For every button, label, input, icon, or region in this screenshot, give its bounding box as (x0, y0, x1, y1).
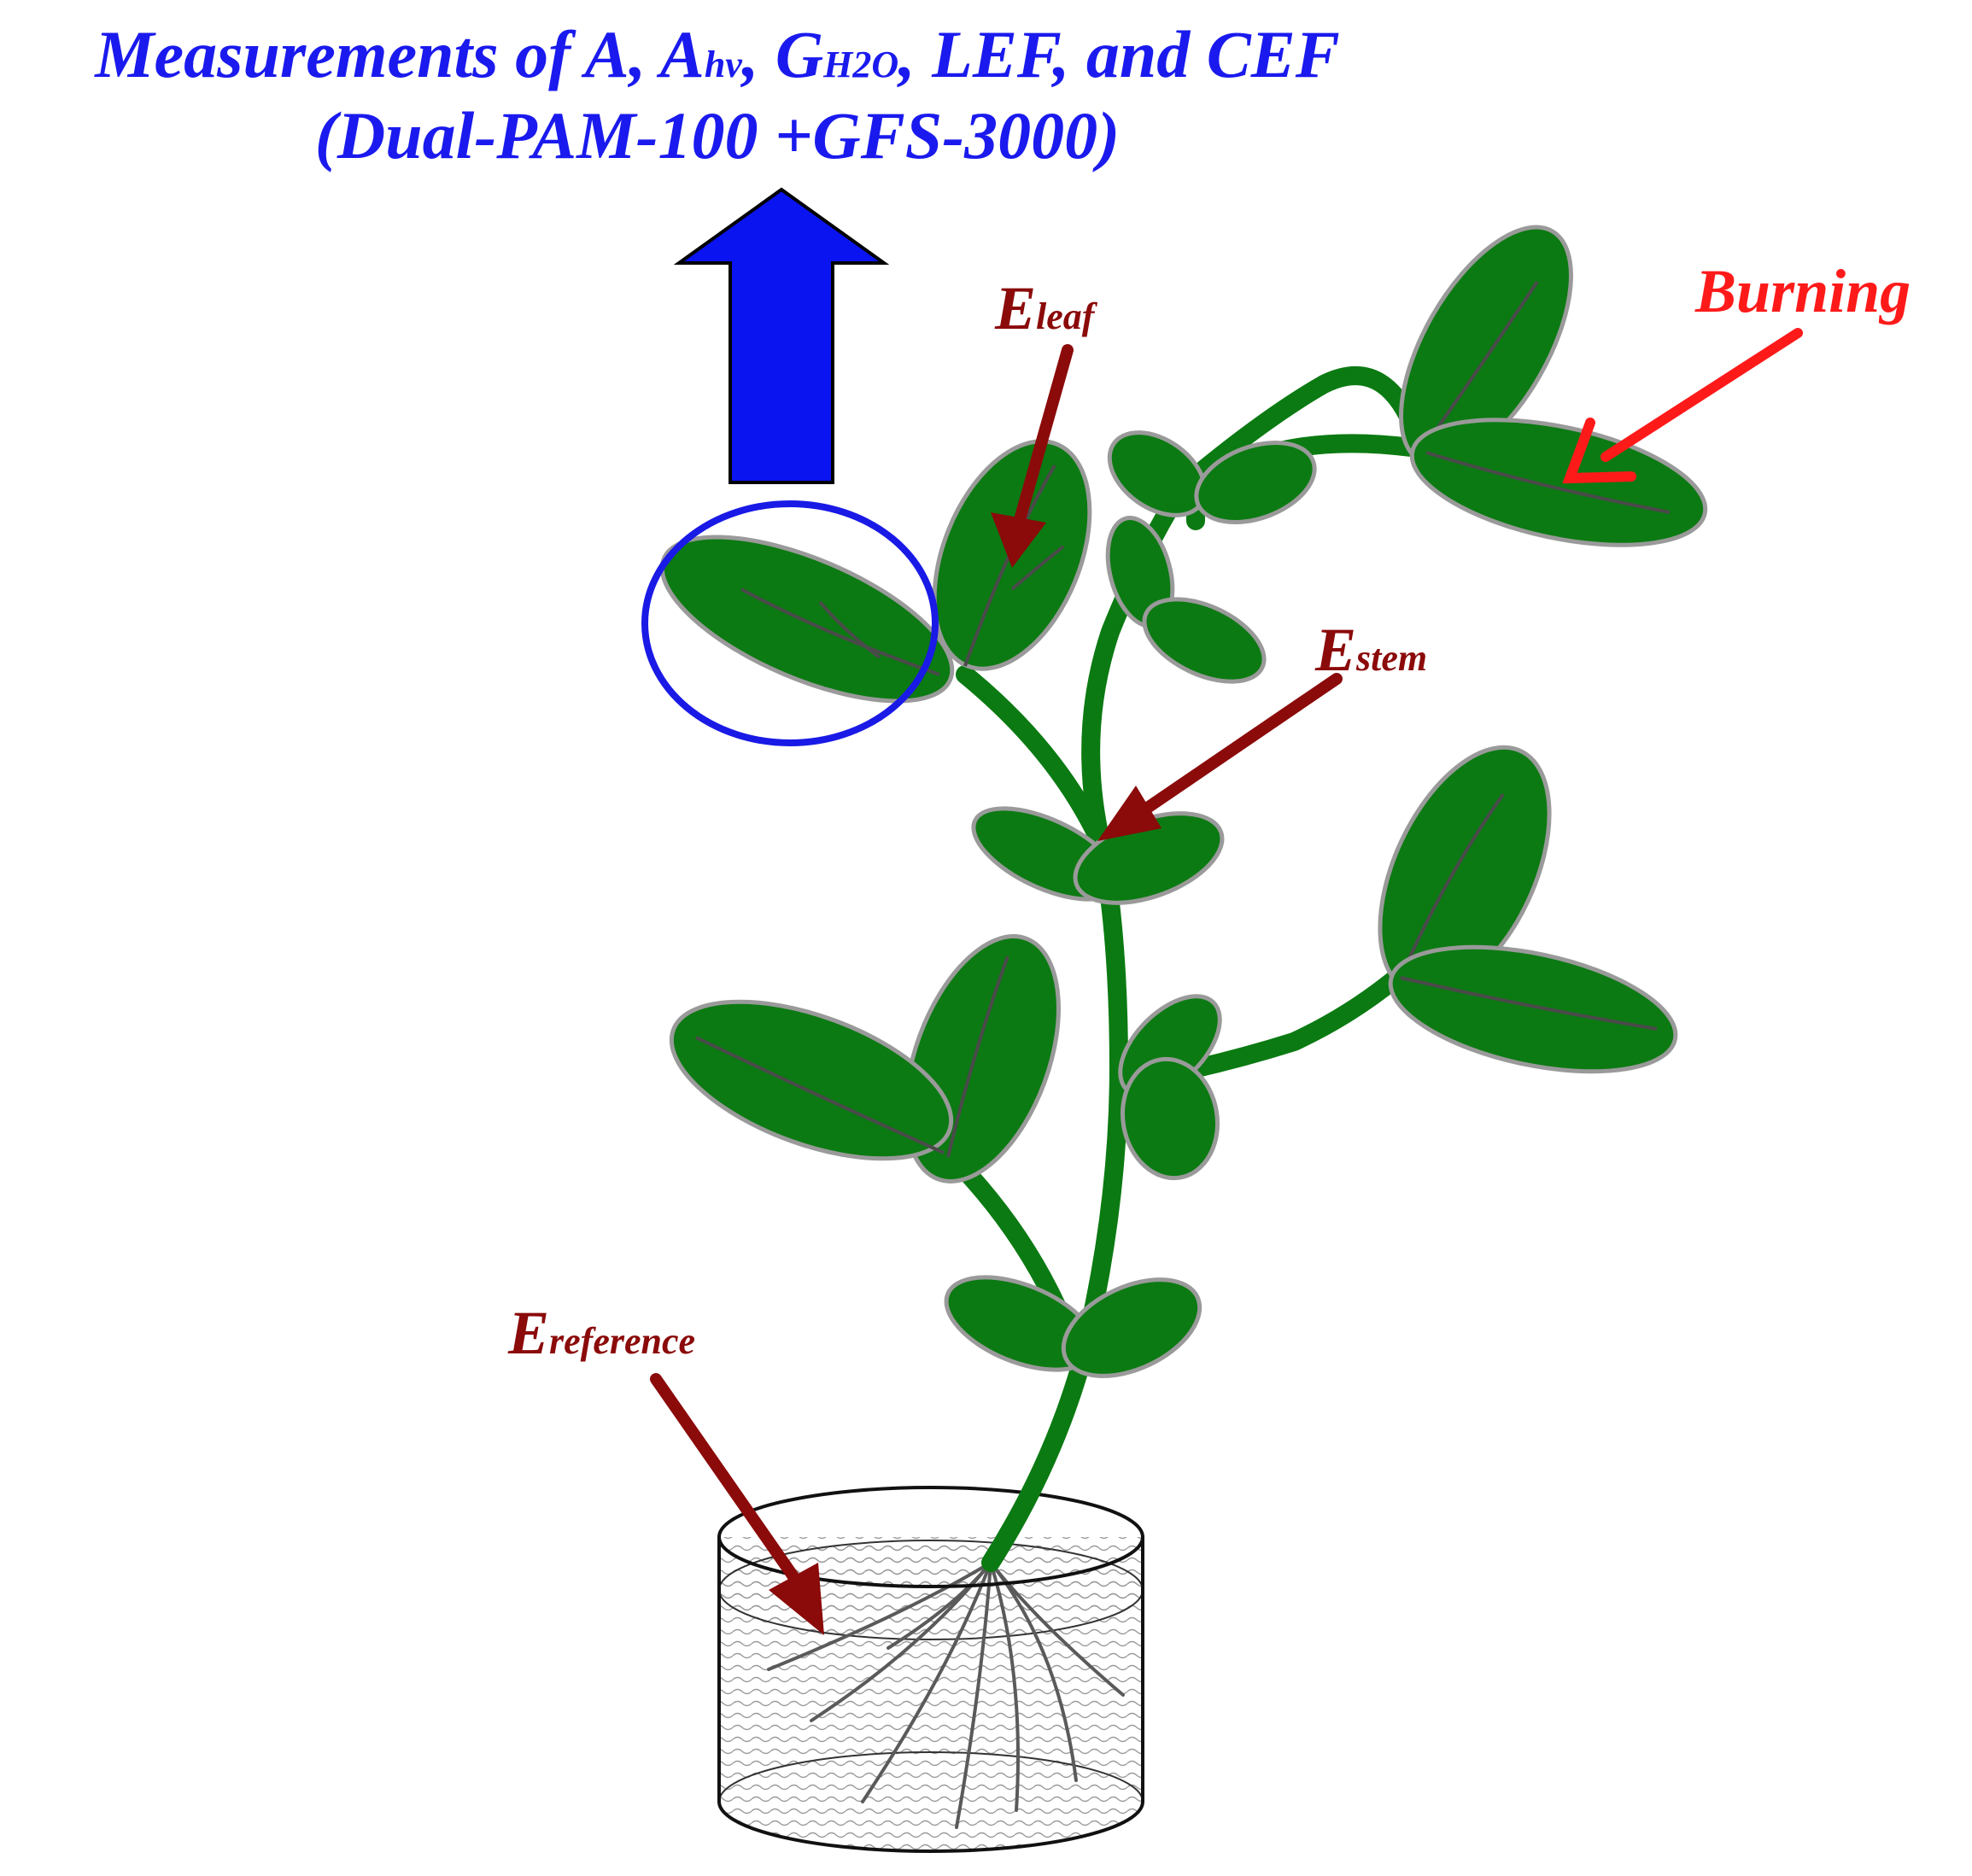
estem-arrow (1097, 673, 1343, 841)
eleaf-arrow (991, 344, 1074, 568)
ereference-label: Ereference (507, 1299, 695, 1367)
pot-outline (717, 1486, 1144, 1853)
measurement-circle (641, 500, 939, 746)
leaves (659, 225, 1708, 1378)
burning-label: Burning (1694, 257, 1911, 325)
estem-label: Estem (1314, 616, 1427, 684)
leaf-right-flat (1388, 944, 1678, 1074)
title-line-2: (Dual-PAM-100 +GFS-3000) (315, 98, 1120, 172)
roots (767, 1561, 1125, 1829)
leaf-lower-left-flat (669, 999, 954, 1161)
leaf-top-small-2 (1194, 440, 1317, 525)
eleaf-label: Eleaf (994, 274, 1098, 342)
dark-red-arrows (650, 344, 1343, 1635)
leaf-burning-lower (1409, 418, 1708, 547)
ereference-arrow (650, 1373, 824, 1635)
burning-arrow (1562, 328, 1803, 484)
leaf-mid-small-2 (1142, 597, 1267, 684)
title-line-1: Measurements of A, Ahv, GH2O, LEF, and C… (93, 17, 1340, 91)
leaf-mid-node-2 (1120, 1056, 1220, 1181)
measurement-up-arrow (673, 187, 890, 484)
leaf-bottom-node-right (1061, 1277, 1203, 1378)
